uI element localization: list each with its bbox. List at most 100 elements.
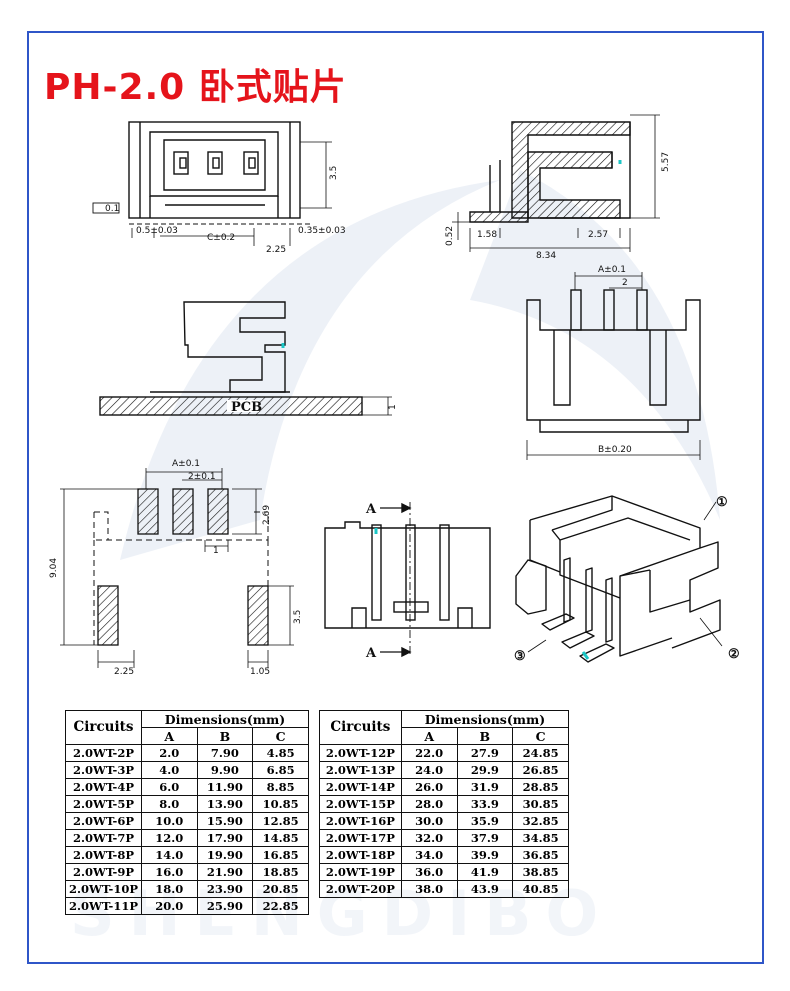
dim-a-cell: 26.0: [400, 778, 458, 796]
circuit-cell: 2.0WT-4P: [65, 778, 142, 796]
front-left-dim: 0.5±0.03: [136, 226, 178, 236]
dim-a-cell: 20.0: [140, 897, 198, 915]
circuit-cell: 2.0WT-2P: [65, 744, 142, 762]
dim-c-cell: 40.85: [512, 880, 569, 898]
callout-2: ②: [728, 647, 740, 662]
footprint-side-width-dim: 1.05: [250, 667, 270, 677]
dim-c-cell: 14.85: [252, 829, 309, 847]
col-c-header: C: [512, 727, 569, 745]
dim-a-cell: 24.0: [400, 761, 458, 779]
col-b-header: B: [196, 727, 254, 745]
dim-c-cell: 6.85: [252, 761, 309, 779]
dim-a-cell: 2.0: [140, 744, 198, 762]
dim-b-cell: 33.9: [456, 795, 514, 813]
circuit-cell: 2.0WT-5P: [65, 795, 142, 813]
outline-pitch-dim: 2: [622, 278, 628, 288]
dim-a-cell: 36.0: [400, 863, 458, 881]
footprint-pitch-dim: 2±0.1: [188, 472, 216, 482]
dim-c-cell: 18.85: [252, 863, 309, 881]
dim-a-cell: 18.0: [140, 880, 198, 898]
dim-c-cell: 16.85: [252, 846, 309, 864]
dimensions-header: Dimensions(mm): [400, 710, 570, 728]
dim-a-cell: 12.0: [140, 829, 198, 847]
dim-a-cell: 22.0: [400, 744, 458, 762]
dim-b-cell: 19.90: [196, 846, 254, 864]
dim-c-cell: 32.85: [512, 812, 569, 830]
dim-c-cell: 38.85: [512, 863, 569, 881]
dim-c-cell: 24.85: [512, 744, 569, 762]
dim-a-cell: 38.0: [400, 880, 458, 898]
front-height-dim: 3.5: [329, 166, 339, 180]
circuit-cell: 2.0WT-18P: [319, 846, 402, 864]
footprint-height-dim: 9.04: [49, 558, 59, 578]
section-a-bottom: A: [365, 646, 377, 661]
dim-a-cell: 16.0: [140, 863, 198, 881]
footprint-pad-dim: 2.69: [262, 505, 272, 525]
section-a-top: A: [365, 502, 377, 517]
col-c-header: C: [252, 727, 309, 745]
dim-b-cell: 9.90: [196, 761, 254, 779]
dim-b-cell: 7.90: [196, 744, 254, 762]
side-foot-dim: 1.58: [477, 230, 497, 240]
page-title: PH-2.0 卧式贴片: [44, 67, 347, 108]
circuit-cell: 2.0WT-9P: [65, 863, 142, 881]
front-right-dim: 0.35±0.03: [298, 226, 346, 236]
footprint-offset-dim: 2.25: [114, 667, 134, 677]
dim-a-cell: 4.0: [140, 761, 198, 779]
dim-c-cell: 8.85: [252, 778, 309, 796]
dim-b-cell: 35.9: [456, 812, 514, 830]
dim-c-cell: 28.85: [512, 778, 569, 796]
dim-c-cell: 34.85: [512, 829, 569, 847]
front-view: [92, 121, 332, 246]
dim-a-cell: 10.0: [140, 812, 198, 830]
circuit-cell: 2.0WT-6P: [65, 812, 142, 830]
dimensions-header: Dimensions(mm): [140, 710, 310, 728]
dim-b-cell: 43.9: [456, 880, 514, 898]
dim-c-cell: 10.85: [252, 795, 309, 813]
footprint-gap-dim: 1: [213, 546, 219, 556]
dim-b-cell: 21.90: [196, 863, 254, 881]
side-lift-dim: 0.52: [445, 226, 455, 246]
circuit-cell: 2.0WT-19P: [319, 863, 402, 881]
circuit-cell: 2.0WT-11P: [65, 897, 142, 915]
circuit-cell: 2.0WT-20P: [319, 880, 402, 898]
isometric-view: [515, 495, 723, 663]
pcb-label: PCB: [231, 400, 262, 415]
front-flatness: 0.1: [105, 204, 119, 214]
dim-a-cell: 8.0: [140, 795, 198, 813]
col-b-header: B: [456, 727, 514, 745]
dim-b-cell: 41.9: [456, 863, 514, 881]
side-height-dim: 5.57: [661, 152, 671, 172]
dim-a-cell: 14.0: [140, 846, 198, 864]
circuit-cell: 2.0WT-7P: [65, 829, 142, 847]
circuit-cell: 2.0WT-12P: [319, 744, 402, 762]
dim-a-cell: 28.0: [400, 795, 458, 813]
dim-b-cell: 27.9: [456, 744, 514, 762]
dim-c-cell: 4.85: [252, 744, 309, 762]
dim-c-cell: 36.85: [512, 846, 569, 864]
col-a-header: A: [400, 727, 458, 745]
circuit-cell: 2.0WT-15P: [319, 795, 402, 813]
circuit-cell: 2.0WT-16P: [319, 812, 402, 830]
dim-b-cell: 37.9: [456, 829, 514, 847]
dim-b-cell: 15.90: [196, 812, 254, 830]
circuit-cell: 2.0WT-3P: [65, 761, 142, 779]
dim-c-cell: 30.85: [512, 795, 569, 813]
section-view: [324, 502, 491, 658]
dim-b-cell: 39.9: [456, 846, 514, 864]
dim-b-cell: 11.90: [196, 778, 254, 796]
dim-b-cell: 29.9: [456, 761, 514, 779]
footprint-view: [60, 468, 294, 668]
dim-b-cell: 13.90: [196, 795, 254, 813]
